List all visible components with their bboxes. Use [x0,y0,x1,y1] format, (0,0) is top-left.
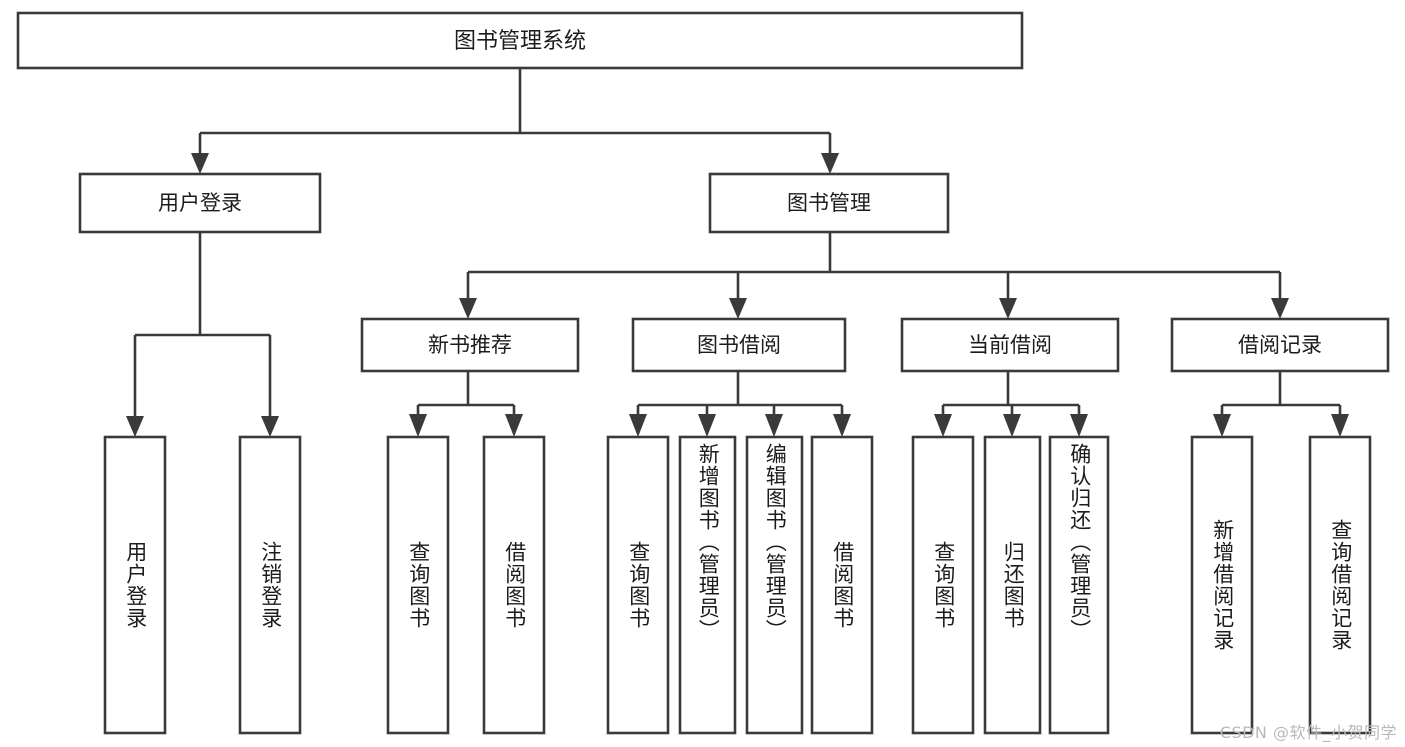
node-borrow-record[interactable]: 借阅记录 [1170,317,1390,373]
arrow-head-book-borrow [729,298,747,319]
node-book-manage-box[interactable] [708,172,950,234]
node-book-manage[interactable]: 图书管理 [708,172,950,234]
leaf-box-add-record[interactable] [1190,435,1254,735]
arrow-head-leaf-query-book-rec [409,414,427,437]
arrow-head-leaf-borrow-book [833,414,851,437]
node-user-login-label: 用户登录 [158,191,242,215]
leaf-box-user-login[interactable] [103,435,167,735]
leaf-box-borrow-book[interactable] [810,435,874,735]
node-user-login[interactable]: 用户登录 [78,172,322,234]
node-book-manage-label: 图书管理 [787,191,871,215]
leaf-box-query-record[interactable] [1308,435,1372,735]
arrow-head-leaf-add-record [1213,414,1231,437]
node-borrow-record-box[interactable] [1170,317,1390,373]
node-book-borrow-box[interactable] [631,317,847,373]
connector-group-current-borrow [934,371,1088,437]
leaf-box-add-book[interactable] [678,435,737,735]
node-new-book-recommend-label: 新书推荐 [428,333,512,357]
node-root[interactable]: 图书管理系统 [16,11,1024,70]
node-current-borrow[interactable]: 当前借阅 [900,317,1120,373]
leaf-box-confirm-return[interactable] [1048,435,1110,735]
arrow-head-leaf-confirm-return [1070,414,1088,437]
arrow-head-leaf-return-book [1003,414,1021,437]
node-new-book-recommend[interactable]: 新书推荐 [360,317,580,373]
node-user-login-box[interactable] [78,172,322,234]
node-current-borrow-label: 当前借阅 [968,333,1052,357]
arrow-head-leaf-query-book-cur [934,414,952,437]
arrow-head-current-borrow [999,298,1017,319]
leaf-box-borrow-book-rec[interactable] [482,435,546,735]
connector-group-book-manage [459,232,1289,319]
node-root-box[interactable] [16,11,1024,70]
node-current-borrow-box[interactable] [900,317,1120,373]
node-root-label: 图书管理系统 [454,29,586,54]
arrow-head-book-manage [821,153,839,174]
arrow-head-new-book-recommend [459,298,477,319]
leaf-box-query-book-rec[interactable] [386,435,450,735]
leaf-box-edit-book[interactable] [745,435,804,735]
arrow-head-borrow-record [1271,298,1289,319]
connector-group-user-login [126,232,279,437]
arrow-head-leaf-add-book [698,414,716,437]
connector-group-book-borrow [629,371,851,437]
node-book-borrow[interactable]: 图书借阅 [631,317,847,373]
connector-group-borrow-record [1213,371,1349,437]
leaf-box-query-book-borrow[interactable] [606,435,670,735]
arrow-head-leaf-logout-login [261,416,279,437]
leaf-box-logout-login[interactable] [238,435,302,735]
node-borrow-record-label: 借阅记录 [1238,333,1322,357]
leaf-box-query-book-cur[interactable] [911,435,975,735]
node-book-borrow-label: 图书借阅 [697,333,781,357]
csdn-watermark: CSDN @软件_小贺同学 [1219,723,1397,742]
arrow-head-leaf-borrow-book-rec [505,414,523,437]
arrow-head-user-login [191,153,209,174]
arrow-head-leaf-query-record [1331,414,1349,437]
connector-group-new-book-recommend [409,371,523,437]
arrow-head-leaf-user-login [126,416,144,437]
node-new-book-recommend-box[interactable] [360,317,580,373]
connector-group-root [191,68,839,174]
arrow-head-leaf-query-book-borrow [629,414,647,437]
leaf-box-return-book[interactable] [983,435,1042,735]
arrow-head-leaf-edit-book [765,414,783,437]
